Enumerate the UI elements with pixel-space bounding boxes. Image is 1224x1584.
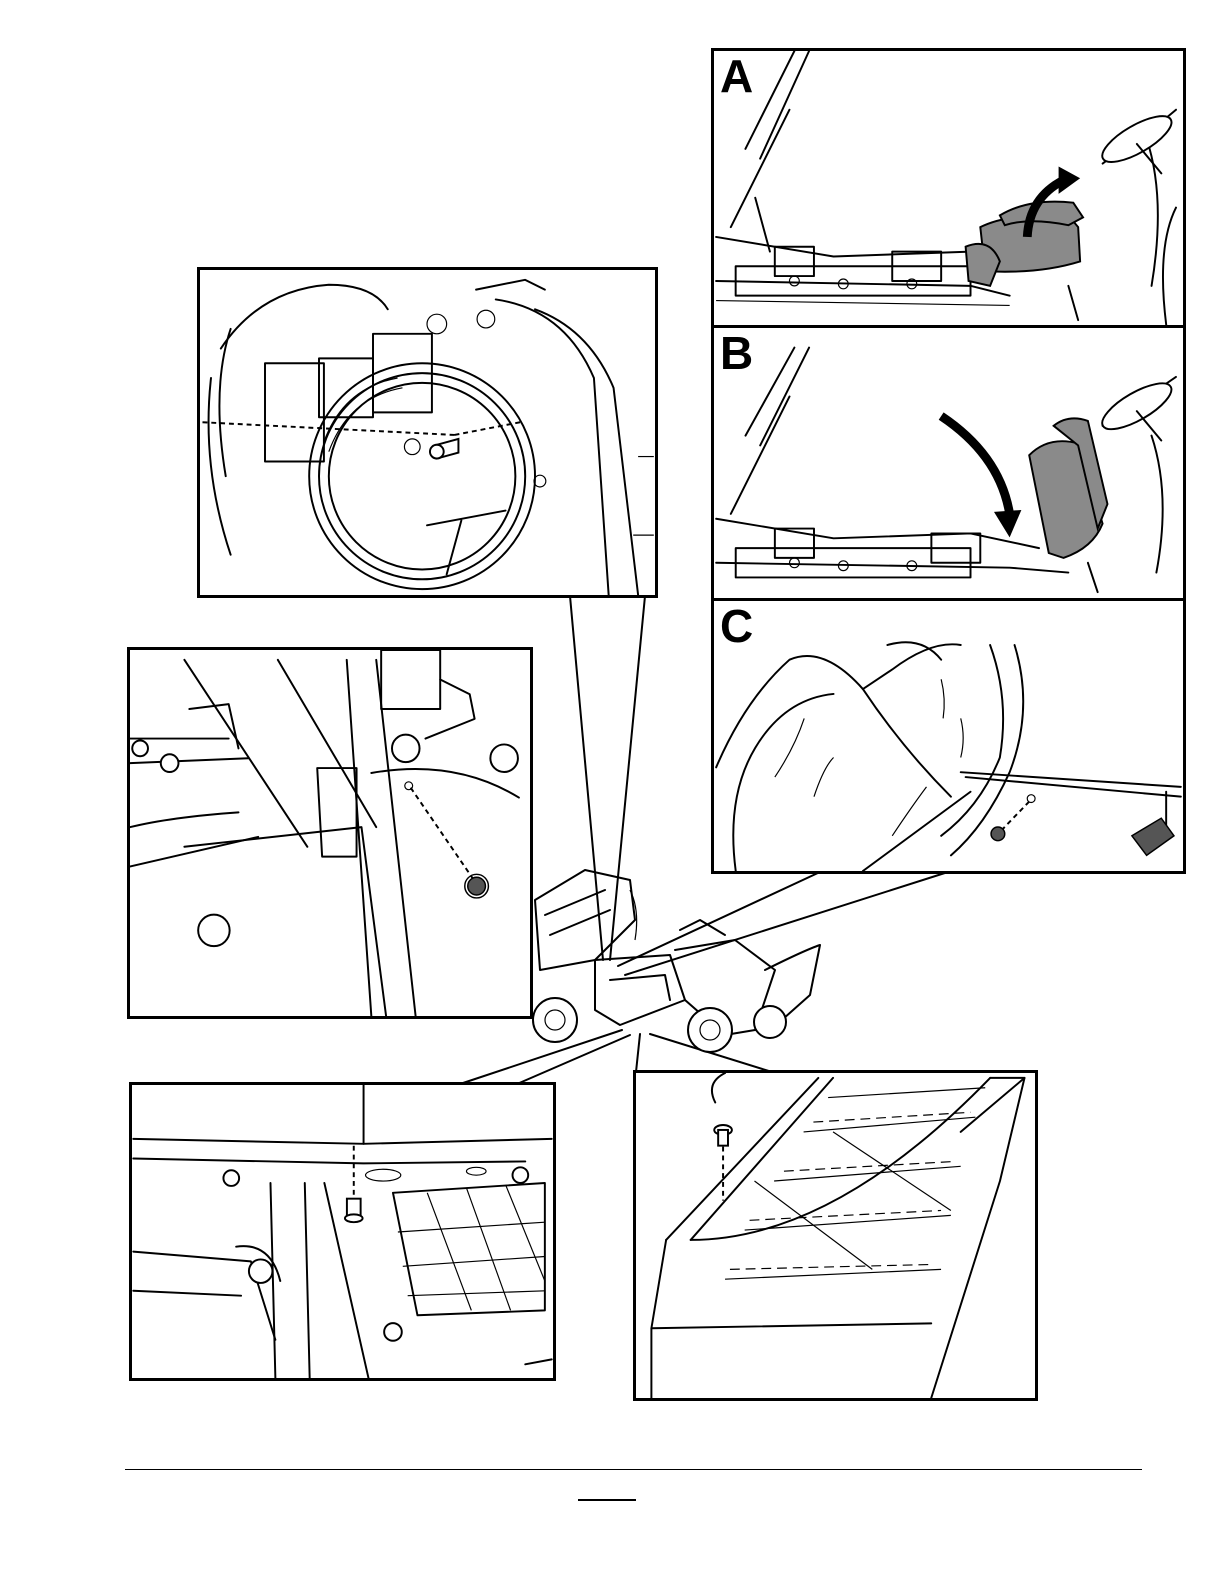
panel-c: C [711, 598, 1186, 874]
panel-a-letter: A [720, 53, 753, 99]
page-number-mark [578, 1499, 636, 1501]
callout-side-panel [127, 647, 533, 1019]
panel-c-illustration [714, 601, 1183, 871]
screw-icon [345, 1199, 363, 1223]
screw-icon [465, 874, 489, 898]
machine-overview [525, 860, 825, 1060]
panel-b-letter: B [720, 330, 753, 376]
callout-air-cleaner [197, 267, 658, 598]
panel-c-letter: C [720, 603, 753, 649]
callout-frame-screw [129, 1082, 556, 1381]
frame-screw-illustration [132, 1085, 553, 1378]
panel-a-illustration [714, 51, 1183, 325]
footer-rule [125, 1469, 1142, 1470]
callout-footrest [633, 1070, 1038, 1401]
panel-b-illustration [714, 328, 1183, 598]
screw-icon [714, 1125, 732, 1146]
seat-icon [966, 202, 1083, 286]
panel-a: A [711, 48, 1186, 328]
seat-latch-icon [1132, 818, 1174, 855]
steering-wheel-icon [1096, 375, 1177, 441]
panel-b: B [711, 325, 1186, 601]
footrest-illustration [636, 1073, 1035, 1398]
side-panel-illustration [130, 650, 530, 1016]
steering-wheel-icon [1096, 108, 1177, 174]
screw-icon [991, 827, 1005, 841]
air-cleaner-illustration [200, 270, 655, 595]
curved-arrow-down-icon [941, 416, 1021, 537]
seat-icon [1029, 418, 1107, 557]
screw-icon [430, 439, 458, 459]
